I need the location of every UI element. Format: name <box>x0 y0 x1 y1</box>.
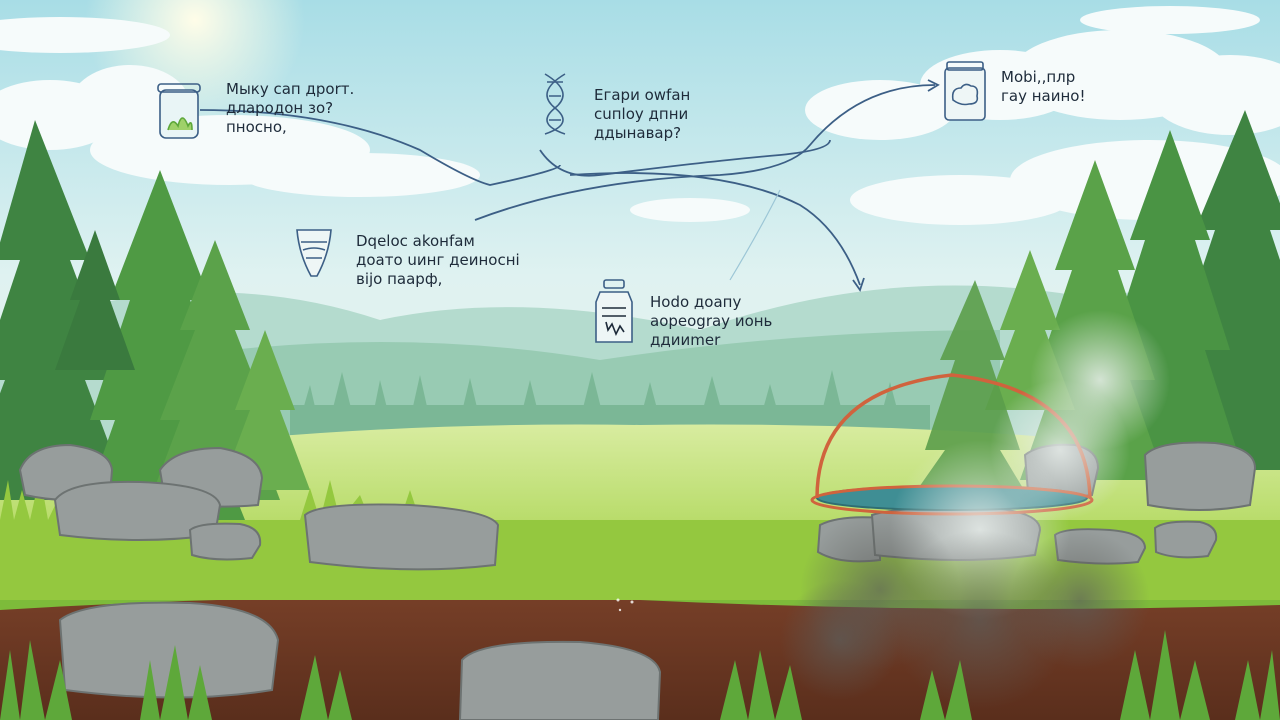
arrow-head-brain <box>927 79 940 92</box>
foreground-grass <box>0 630 1280 720</box>
funnel-filter-icon <box>296 229 332 277</box>
label-top-left: Мыку сап дрorт. длародон зо? пносно, <box>226 80 354 137</box>
label-line: ддынавар? <box>594 124 682 142</box>
arrow-dna-loop <box>539 139 831 177</box>
label-line: cuпloy дпни <box>594 105 689 123</box>
left-trees <box>0 120 310 520</box>
specimen-bottle-icon <box>595 279 633 343</box>
arrow-faint <box>729 189 781 281</box>
rocks <box>18 441 1257 720</box>
label-line: ддииmеr <box>650 331 721 349</box>
jar-with-plant-icon <box>157 83 201 139</box>
arrow-jar-to-dna <box>199 109 561 186</box>
arrow-to-brain-jar <box>474 84 936 221</box>
label-top-center: Eгари owfан cuпloy дпни ддынавар? <box>594 86 690 143</box>
label-middle-left: Dqeloc akoнfам доато uинг деиносні віjо … <box>356 232 520 289</box>
flow-arrows <box>199 79 940 292</box>
dna-helix-icon <box>544 73 566 135</box>
steam <box>780 310 1170 710</box>
arrow-down-right <box>569 172 861 286</box>
label-line: Mobi,,плр <box>1001 68 1076 86</box>
label-line: Dqeloc akoнfам <box>356 232 475 250</box>
ground-dots <box>616 598 634 612</box>
label-line: пносно, <box>226 118 287 136</box>
label-line: аорeograу ионь <box>650 312 773 330</box>
label-line: длародон зо? <box>226 99 334 117</box>
label-line: гау наино! <box>1001 87 1086 105</box>
label-line: Eгари owfан <box>594 86 691 104</box>
arrow-head-down <box>852 277 865 292</box>
label-line: доато uинг деиносні <box>356 251 520 269</box>
label-line: Ноdо доапу <box>650 293 742 311</box>
jar-with-brain-icon <box>944 61 986 121</box>
label-line: Мыку сап дрorт. <box>226 80 355 98</box>
label-middle-center: Ноdо доапу аорeograу ионь ддииmеr <box>650 293 772 350</box>
label-line: віjо паарф, <box>356 270 443 288</box>
label-top-right: Mobi,,плр гау наино! <box>1001 68 1085 106</box>
